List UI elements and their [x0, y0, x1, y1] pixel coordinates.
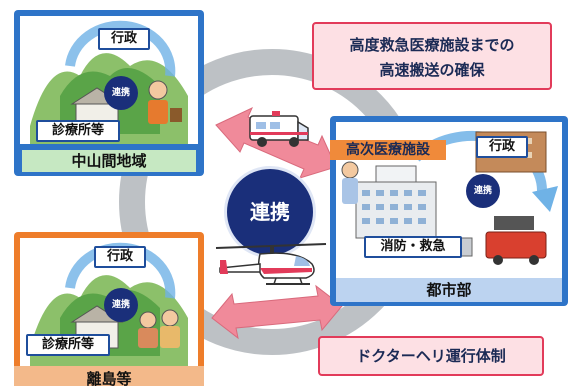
region-footer: 中山間地域	[22, 150, 196, 172]
coop-badge: 連携	[104, 288, 138, 322]
double-arrow-bottom-icon	[211, 284, 343, 340]
panel-remote-islands: 行政 連携 診療所等 離島等	[14, 232, 204, 386]
admin-label: 行政	[106, 249, 133, 264]
region-footer-label: 離島等	[86, 370, 132, 386]
callout-high-speed-transport: 高度救急医療施設までの 高速搬送の確保	[312, 22, 552, 90]
callout-line-2: 高速搬送の確保	[379, 61, 485, 79]
region-footer-label: 都市部	[426, 281, 472, 299]
callout-line-1: 高度救急医療施設までの	[349, 36, 515, 54]
center-cooperation-circle: 連携	[224, 166, 316, 258]
coop-badge-label: 連携	[111, 88, 130, 98]
admin-label-box: 行政	[476, 136, 528, 158]
coop-badge-label: 連携	[111, 300, 130, 310]
region-footer: 離島等	[14, 366, 204, 386]
coop-badge-label: 連携	[473, 186, 492, 196]
admin-label-box: 行政	[98, 28, 150, 50]
clinic-label-box: 診療所等	[36, 120, 120, 142]
clinic-label: 診療所等	[41, 337, 94, 352]
clinic-label-box: 診療所等	[26, 334, 110, 356]
hospital-label: 高次医療施設	[346, 142, 430, 158]
panel-urban-area: 高次医療施設 行政 連携 消防・救急 都市部	[330, 116, 568, 306]
fire-rescue-label-box: 消防・救急	[364, 236, 462, 258]
admin-label: 行政	[110, 31, 137, 46]
clinic-label: 診療所等	[51, 123, 104, 138]
helicopter-icon	[215, 243, 327, 285]
admin-label-box: 行政	[94, 246, 146, 268]
panel-mountain-region: 行政 連携 診療所等 中山間地域	[14, 10, 204, 176]
coop-badge: 連携	[104, 76, 138, 110]
admin-label: 行政	[488, 139, 515, 154]
region-footer: 都市部	[336, 278, 562, 302]
callout-doctor-heli-text: ドクターヘリ運行体制	[356, 347, 506, 365]
callout-doctor-heli: ドクターヘリ運行体制	[318, 336, 544, 376]
coop-badge: 連携	[466, 174, 500, 208]
ambulance-icon	[249, 111, 309, 147]
center-label: 連携	[250, 200, 290, 224]
hospital-label-box: 高次医療施設	[330, 140, 446, 160]
region-footer-label: 中山間地域	[71, 152, 147, 170]
fire-rescue-label: 消防・救急	[380, 239, 446, 254]
